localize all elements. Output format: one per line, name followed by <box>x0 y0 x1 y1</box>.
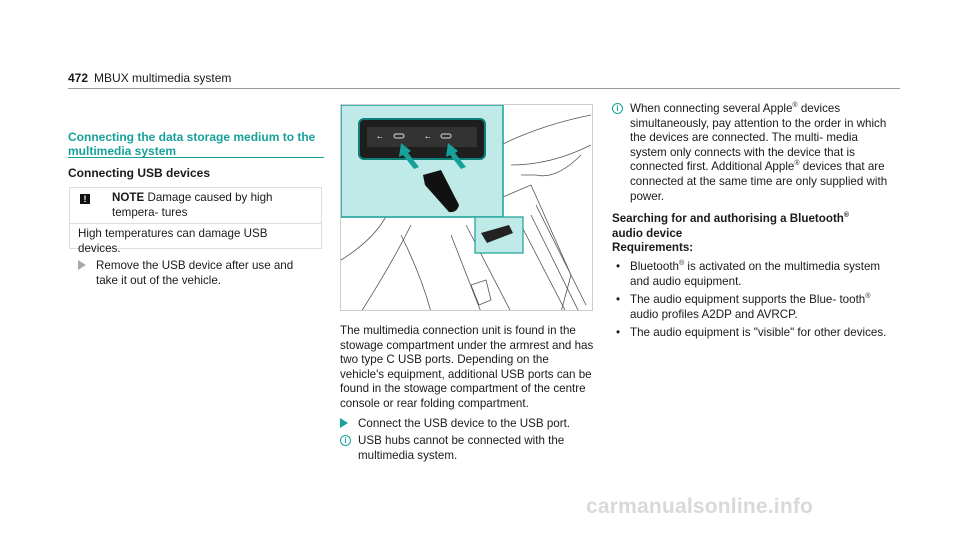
heading-text: audio device <box>612 226 683 240</box>
apple-info-text: devices simultaneously, pay attention to… <box>630 102 887 174</box>
heading-rule <box>68 157 324 158</box>
usb-description: The multimedia connection unit is found … <box>340 324 596 463</box>
header-rule <box>68 88 900 89</box>
action-arrow-icon <box>78 260 86 271</box>
page-number: 472 <box>68 71 89 85</box>
requirement-text: audio profiles A2DP and AVRCP. <box>630 307 798 321</box>
note-text: High temperatures can damage USB devices… <box>78 227 268 255</box>
registered-mark: ® <box>792 102 798 110</box>
apple-info-text: When connecting several Apple <box>630 102 793 115</box>
registered-mark: ® <box>843 212 850 220</box>
usb-port-illustration: ⭠ ⭠ <box>340 104 593 311</box>
requirement-text: The audio equipment is "visible" for oth… <box>630 326 887 340</box>
requirement-text: is activated on the multimedia system an… <box>630 259 881 288</box>
requirement-item: The audio equipment supports the Blue- t… <box>612 293 897 322</box>
requirement-text: The audio equipment supports the Blue- t… <box>630 293 866 307</box>
note-title: Damage caused by high tempera- tures <box>112 191 273 219</box>
info-icon: i <box>340 435 351 447</box>
usb-action: Connect the USB device to the USB port. <box>358 416 571 430</box>
requirement-item: The audio equipment is "visible" for oth… <box>612 326 897 341</box>
registered-mark: ® <box>679 260 685 268</box>
section-title: MBUX multimedia system <box>94 71 232 85</box>
note-action: Remove the USB device after use and take… <box>96 259 294 287</box>
usb-paragraph: The multimedia connection unit is found … <box>340 324 594 410</box>
section-heading: Connecting the data storage medium to th… <box>68 130 316 158</box>
registered-mark: ® <box>865 293 871 301</box>
heading-text: Searching for and authorising a Bluetoot… <box>612 212 844 226</box>
watermark: carmanualsonline.info <box>586 495 814 518</box>
subheading: Connecting USB devices <box>68 166 211 180</box>
svg-text:⭠: ⭠ <box>425 133 431 141</box>
requirements-label: Requirements: <box>612 241 694 255</box>
bluetooth-heading: Searching for and authorising a Bluetoot… <box>612 212 897 256</box>
note-label: NOTE <box>112 191 145 204</box>
page-header: 472 MBUX multimedia system <box>68 71 231 86</box>
action-arrow-icon <box>340 417 348 428</box>
info-icon: i <box>612 103 623 114</box>
requirement-text: Bluetooth <box>630 259 679 273</box>
note-box: ! NOTE Damage caused by high tempera- tu… <box>69 187 322 287</box>
requirement-item: Bluetooth® is activated on the multimedi… <box>612 260 897 289</box>
warning-icon: ! <box>80 194 90 204</box>
usb-hub-info: USB hubs cannot be connected with the mu… <box>358 434 565 462</box>
registered-mark: ® <box>794 160 800 168</box>
svg-text:⭠: ⭠ <box>377 133 383 141</box>
apple-info-text: devices that are connected at the same t… <box>630 160 888 203</box>
